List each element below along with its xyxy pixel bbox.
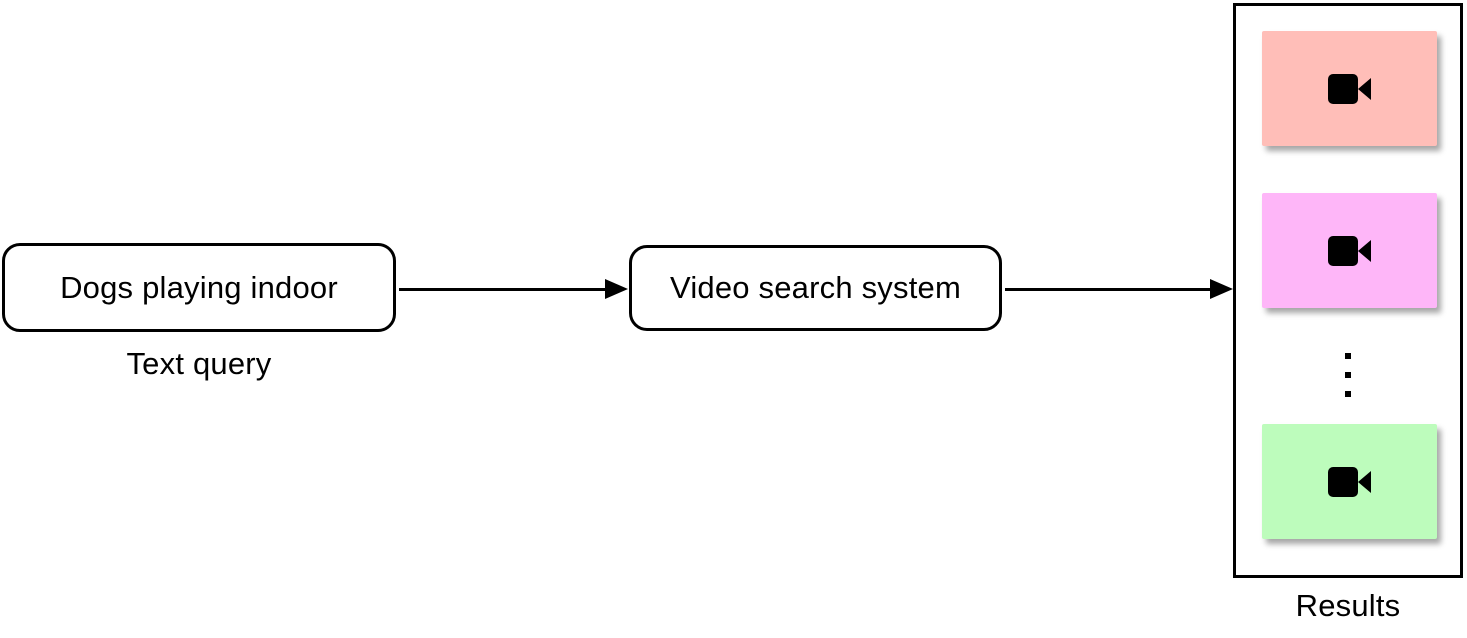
text-query-label: Dogs playing indoor bbox=[60, 269, 338, 305]
ellipsis-dot bbox=[1345, 353, 1351, 359]
video-camera-icon bbox=[1327, 73, 1371, 104]
vertical-ellipsis-icon bbox=[1236, 353, 1460, 397]
video-camera-icon bbox=[1327, 466, 1371, 497]
arrow-query-to-system bbox=[399, 279, 628, 299]
results-panel bbox=[1233, 3, 1463, 578]
ellipsis-dot bbox=[1345, 372, 1351, 378]
video-result-card bbox=[1262, 193, 1437, 308]
video-result-card bbox=[1262, 424, 1437, 539]
ellipsis-dot bbox=[1345, 391, 1351, 397]
arrow-system-to-results bbox=[1005, 279, 1233, 299]
video-search-system-label: Video search system bbox=[670, 270, 961, 305]
video-search-system-box: Video search system bbox=[629, 245, 1002, 331]
video-result-card bbox=[1262, 31, 1437, 146]
video-camera-icon bbox=[1327, 235, 1371, 266]
results-caption: Results bbox=[1295, 588, 1401, 623]
text-query-box: Dogs playing indoor bbox=[2, 243, 396, 332]
text-query-caption: Text query bbox=[126, 346, 272, 381]
